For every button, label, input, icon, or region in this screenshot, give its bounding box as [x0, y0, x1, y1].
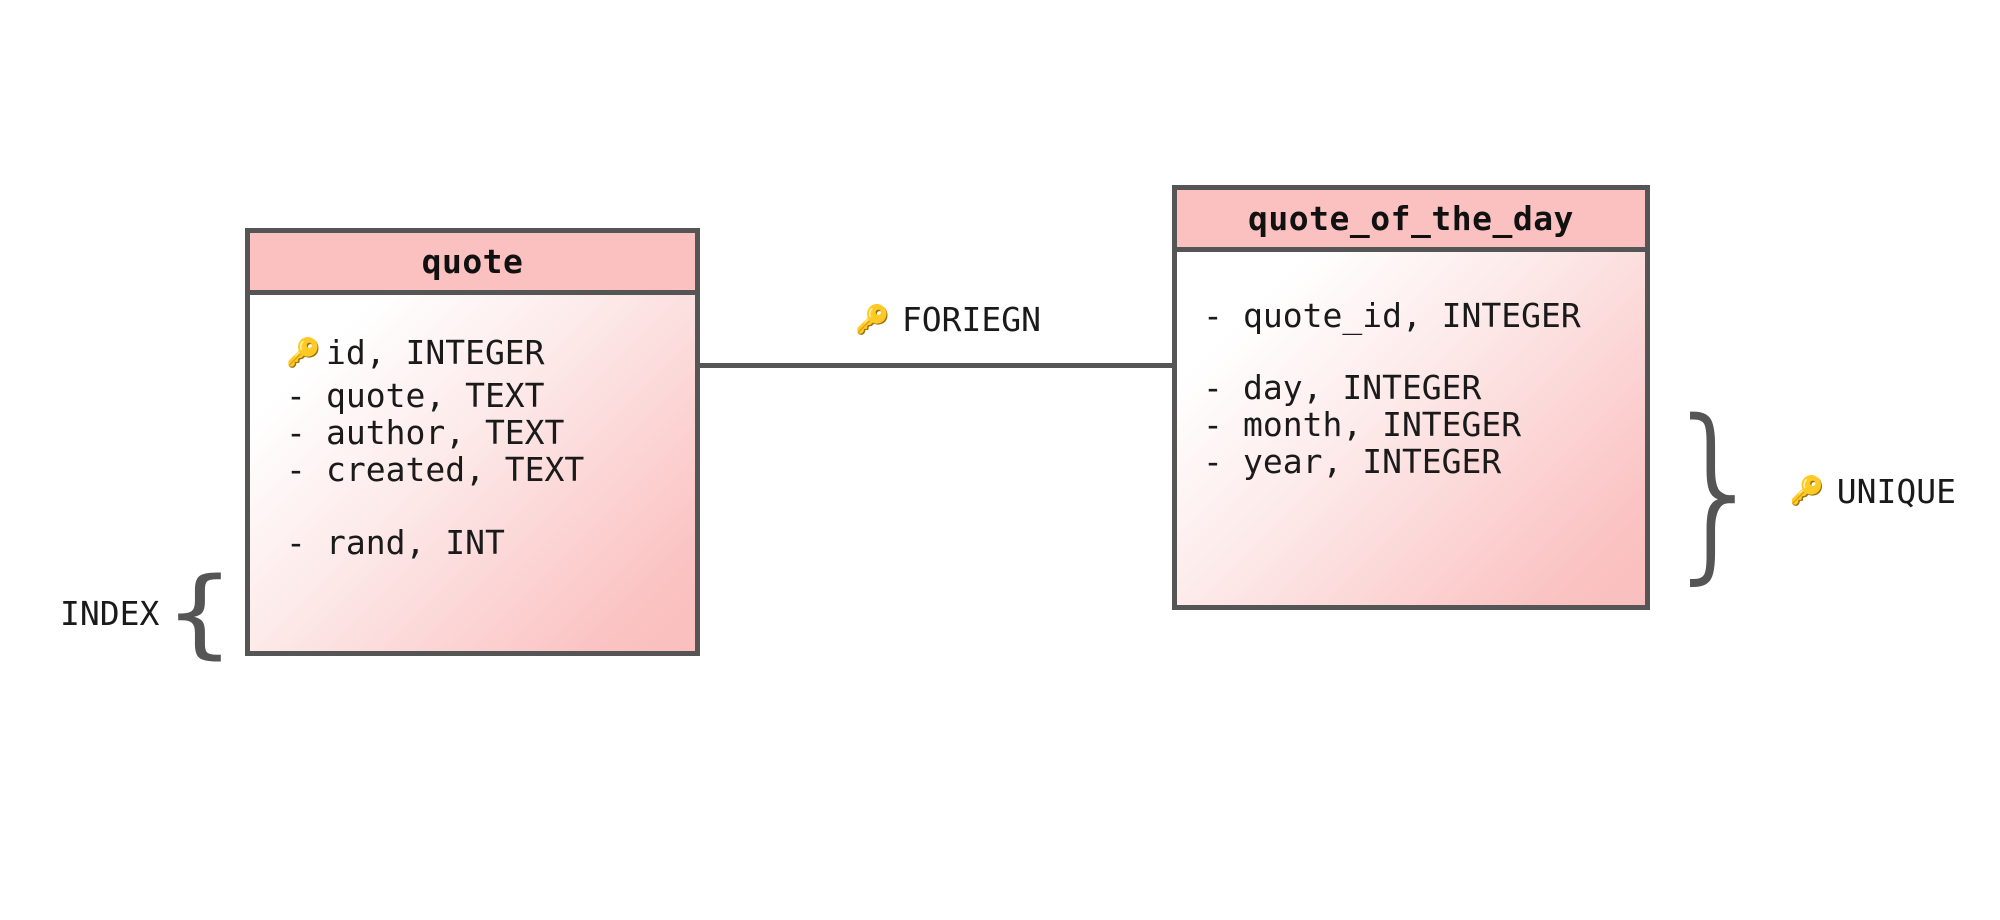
index-brace-icon: { [164, 557, 236, 669]
field-bullet-icon: - [286, 450, 306, 489]
field-bullet-icon: - [1203, 296, 1223, 335]
field-row[interactable]: - quote, TEXT [286, 376, 545, 415]
field-label: quote_id, INTEGER [1243, 296, 1581, 335]
field-bullet-icon: - [286, 376, 306, 415]
field-row[interactable]: - month, INTEGER [1203, 405, 1521, 444]
table-quote-title: quote [421, 242, 524, 281]
field-label: month, INTEGER [1243, 405, 1522, 444]
field-row[interactable]: - year, INTEGER [1203, 442, 1501, 481]
field-bullet-icon: - [286, 413, 306, 452]
field-row[interactable]: - rand, INT [286, 523, 505, 562]
field-row[interactable]: - author, TEXT [286, 413, 564, 452]
field-bullet-icon: - [1203, 368, 1223, 407]
foreign-key-connector-line [700, 363, 1175, 368]
foreign-key-label: 🔑 FORIEGN [855, 300, 1041, 339]
foreign-key-label-text: FORIEGN [901, 300, 1041, 339]
unique-key-icon: 🔑 [1789, 474, 1825, 508]
field-label: author, TEXT [326, 413, 565, 452]
table-quote-of-the-day-title: quote_of_the_day [1248, 199, 1574, 238]
field-row[interactable]: - day, INTEGER [1203, 368, 1481, 407]
unique-label-text: UNIQUE [1836, 471, 1956, 511]
unique-label: 🔑 UNIQUE [1790, 472, 1956, 511]
field-label: created, TEXT [326, 450, 585, 489]
foreign-key-icon: 🔑 [855, 302, 890, 336]
field-row[interactable]: - created, TEXT [286, 450, 584, 489]
table-quote-of-the-day-header: quote_of_the_day [1177, 190, 1645, 252]
table-quote-header: quote [250, 233, 695, 295]
table-quote[interactable]: quote 🔑 id, INTEGER - quote, TEXT - auth… [245, 228, 700, 656]
index-label-text: INDEX [60, 593, 160, 633]
unique-brace-icon: } [1661, 380, 1770, 601]
field-bullet-icon: - [1203, 405, 1223, 444]
field-bullet-icon: - [1203, 442, 1223, 481]
table-quote-body: 🔑 id, INTEGER - quote, TEXT - author, TE… [250, 295, 695, 651]
primary-key-icon: 🔑 [286, 335, 321, 369]
field-label: day, INTEGER [1243, 368, 1482, 407]
field-label: quote, TEXT [326, 376, 545, 415]
field-row[interactable]: - quote_id, INTEGER [1203, 296, 1581, 335]
field-label: rand, INT [326, 523, 505, 562]
table-quote-of-the-day-body: - quote_id, INTEGER - day, INTEGER - mon… [1177, 252, 1645, 605]
field-bullet-icon: - [286, 523, 306, 562]
index-annotation: INDEX { [60, 565, 235, 661]
field-label: year, INTEGER [1243, 442, 1502, 481]
field-label: id, INTEGER [326, 333, 545, 372]
unique-annotation: } 🔑 UNIQUE [1655, 380, 1956, 601]
table-quote-of-the-day[interactable]: quote_of_the_day - quote_id, INTEGER - d… [1172, 185, 1650, 610]
field-row[interactable]: 🔑 id, INTEGER [286, 333, 545, 372]
